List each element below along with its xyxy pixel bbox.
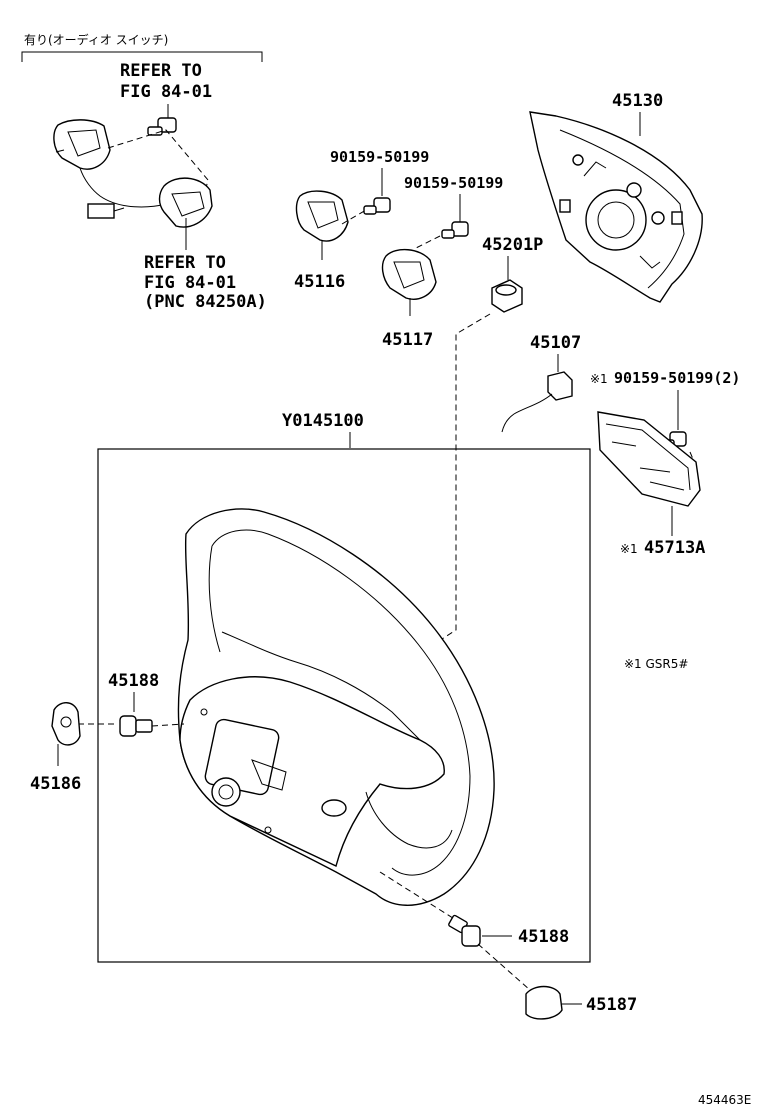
part-45117-switch xyxy=(381,249,437,300)
part-45186-cap xyxy=(51,702,81,746)
steering-wheel-box xyxy=(97,448,591,963)
mark-1-b: ※1 xyxy=(620,542,638,556)
part-45187-dash xyxy=(477,943,531,991)
part-45713a-label[interactable]: 45713A xyxy=(644,538,705,558)
refer-top-fig-label[interactable]: FIG 84-01 xyxy=(120,82,212,102)
part-90159-b-dash xyxy=(415,235,441,249)
part-90159-b-bolt xyxy=(441,221,469,239)
part-45201p-nut xyxy=(491,279,523,313)
part-45116-dash xyxy=(341,209,367,225)
header-note: 有り(オーディオ スイッチ) xyxy=(24,32,168,47)
audio-switch-left xyxy=(53,119,111,170)
part-90159-c-label[interactable]: 90159-50199(2) xyxy=(614,369,740,387)
figure-id: 454463E xyxy=(698,1093,751,1107)
part-90159-a-label[interactable]: 90159-50199 xyxy=(330,148,429,166)
part-45188-b-bolt xyxy=(448,914,481,947)
part-45130-airbag xyxy=(529,111,703,303)
mark-1-a: ※1 xyxy=(590,372,608,386)
part-90159-a-bolt xyxy=(363,197,391,215)
audio-switch-bolt xyxy=(147,117,177,136)
part-45187-cap xyxy=(525,985,563,1020)
audio-switch-connector xyxy=(87,203,125,219)
part-45116-switch xyxy=(295,190,349,242)
part-45107-label[interactable]: 45107 xyxy=(530,333,581,353)
nut-to-wheel-dash xyxy=(427,313,491,649)
part-45188-a-dash xyxy=(151,723,185,727)
part-45201p-label[interactable]: 45201P xyxy=(482,235,543,255)
refer-bottom-pnc-label[interactable]: (PNC 84250A) xyxy=(144,292,267,312)
part-y0145100-label[interactable]: Y0145100 xyxy=(282,411,364,431)
part-45188-b-label[interactable]: 45188 xyxy=(518,927,569,947)
part-45186-label[interactable]: 45186 xyxy=(30,774,81,794)
refer-bottom-label[interactable]: REFER TO xyxy=(144,253,226,273)
part-90159-b-label[interactable]: 90159-50199 xyxy=(404,174,503,192)
audio-switch-wire xyxy=(79,167,167,208)
part-45117-label[interactable]: 45117 xyxy=(382,330,433,350)
refer-bottom-fig-label[interactable]: FIG 84-01 xyxy=(144,273,236,293)
part-45188-a-bolt xyxy=(119,715,153,737)
part-45116-label[interactable]: 45116 xyxy=(294,272,345,292)
part-45107-connector xyxy=(501,371,573,433)
footnote: ※1 GSR5# xyxy=(624,657,688,671)
refer-top-label[interactable]: REFER TO xyxy=(120,61,202,81)
part-45187-label[interactable]: 45187 xyxy=(586,995,637,1015)
part-45713a-bracket xyxy=(597,411,701,507)
part-45130-label[interactable]: 45130 xyxy=(612,91,663,111)
audio-switch-right xyxy=(158,177,213,228)
part-45188-b-dash xyxy=(379,871,457,921)
part-45188-a-label[interactable]: 45188 xyxy=(108,671,159,691)
header-bracket xyxy=(21,51,263,62)
steering-wheel xyxy=(177,508,495,906)
audio-switch-dash xyxy=(107,129,209,189)
